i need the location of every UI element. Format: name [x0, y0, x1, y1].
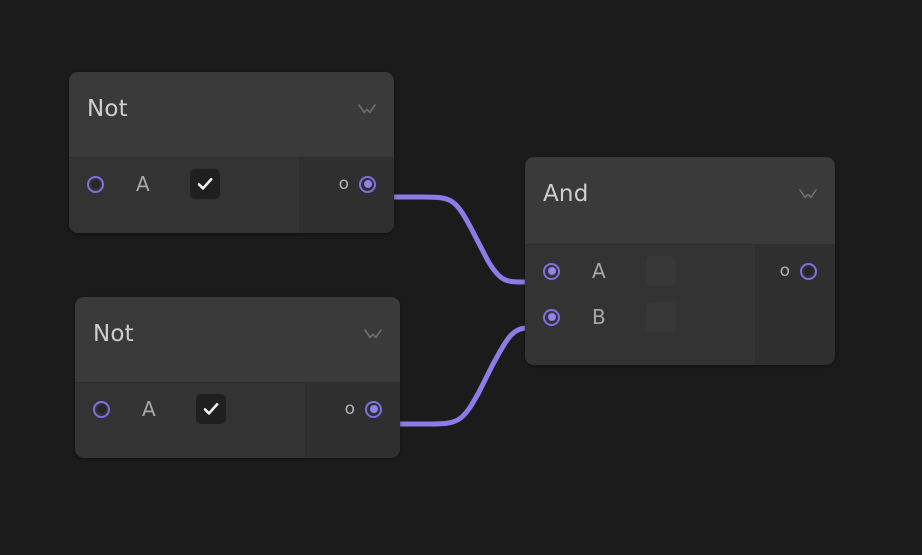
- output-port[interactable]: [365, 400, 382, 418]
- check-icon: [203, 403, 219, 415]
- input-port[interactable]: [543, 262, 560, 280]
- input-port-row[interactable]: A: [525, 256, 755, 286]
- output-port[interactable]: [800, 262, 817, 280]
- output-port-label: o: [338, 173, 349, 194]
- input-port[interactable]: [87, 175, 104, 193]
- chevron-down-icon[interactable]: [364, 325, 382, 339]
- value-checkbox[interactable]: [195, 394, 226, 424]
- output-port-label: o: [779, 260, 790, 281]
- input-port-label: A: [592, 259, 606, 283]
- input-port-label: A: [136, 172, 150, 196]
- value-checkbox[interactable]: [645, 256, 676, 286]
- node-header[interactable]: Not: [69, 72, 394, 158]
- node-header[interactable]: Not: [75, 297, 400, 383]
- node-title: And: [543, 181, 589, 207]
- inputs-column: A: [69, 158, 300, 233]
- outputs-column: o: [300, 158, 394, 233]
- output-port-row[interactable]: o: [756, 257, 835, 285]
- input-port-row[interactable]: B: [525, 302, 755, 332]
- inputs-column: A: [75, 383, 306, 458]
- input-port[interactable]: [543, 308, 560, 326]
- input-port-label: B: [592, 305, 606, 329]
- outputs-column: o: [756, 245, 835, 365]
- input-port-row[interactable]: A: [69, 169, 299, 199]
- connection-wire[interactable]: [396, 325, 540, 427]
- output-port-row[interactable]: o: [300, 170, 394, 198]
- node-title: Not: [93, 321, 134, 347]
- node-header[interactable]: And: [525, 157, 835, 245]
- input-port[interactable]: [93, 400, 110, 418]
- output-port[interactable]: [359, 175, 376, 193]
- node-title: Not: [87, 96, 128, 122]
- input-port-label: A: [142, 397, 156, 421]
- outputs-column: o: [306, 383, 400, 458]
- chevron-down-icon[interactable]: [358, 100, 376, 114]
- check-icon: [197, 178, 213, 190]
- output-port-row[interactable]: o: [306, 395, 400, 423]
- value-checkbox[interactable]: [189, 169, 220, 199]
- output-port-label: o: [344, 398, 355, 419]
- input-port-row[interactable]: A: [75, 394, 305, 424]
- value-checkbox[interactable]: [645, 302, 676, 332]
- chevron-down-icon[interactable]: [799, 185, 817, 199]
- connection-wire[interactable]: [390, 194, 539, 285]
